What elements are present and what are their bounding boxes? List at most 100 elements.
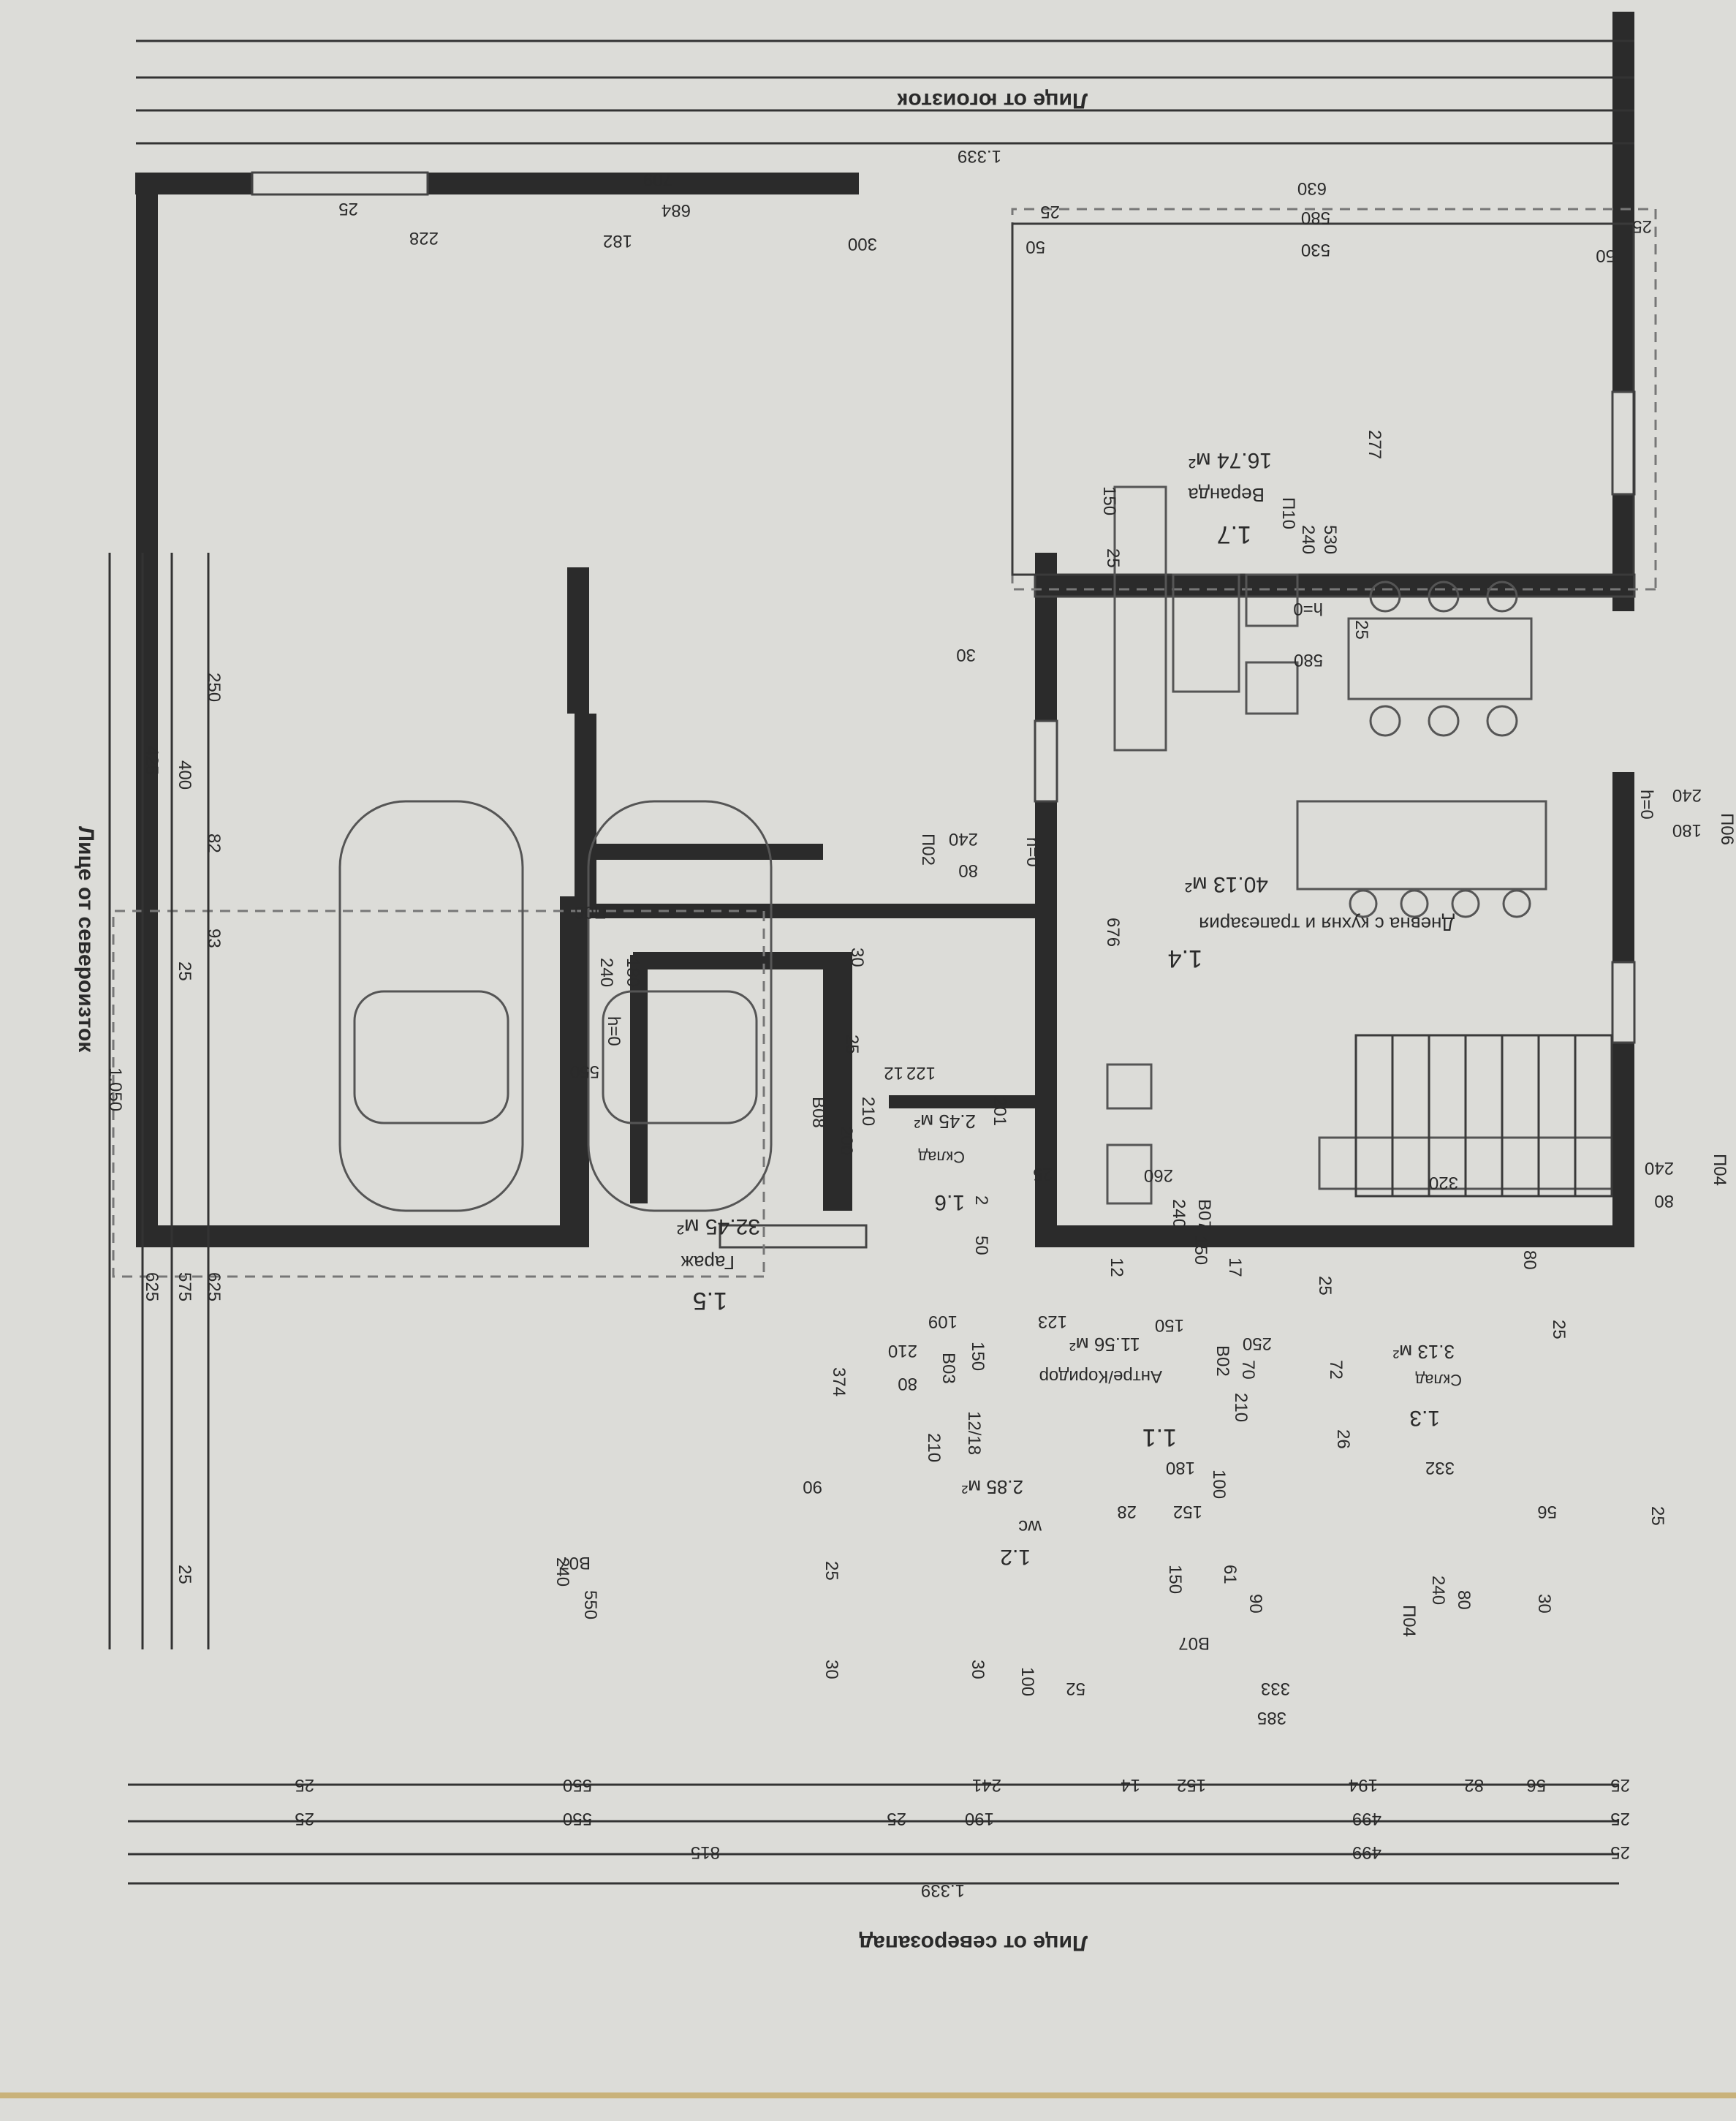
room-1-1-name: Антре/Коридор	[1039, 1366, 1162, 1386]
bottom-dim-r2-25a: 25	[295, 1809, 314, 1829]
inner-240f: 240	[1169, 1199, 1189, 1228]
top-dim-50a: 50	[1026, 237, 1045, 257]
left-dim-1050: 1.050	[105, 1067, 125, 1111]
left-dim-425: 425	[142, 746, 162, 775]
inner-550b: 550	[580, 1590, 600, 1619]
inner-25h: 25	[1648, 1506, 1667, 1526]
inner-150b: 150	[1155, 1315, 1184, 1335]
wall-garage-right	[136, 173, 158, 1247]
top-dim-25c: 25	[1632, 216, 1652, 236]
inner-240b: 240	[1672, 785, 1702, 805]
inner-25f: 25	[1315, 1276, 1335, 1296]
inner-25i: 25	[822, 1561, 841, 1581]
window-p02	[1034, 719, 1058, 803]
top-dim-300: 300	[848, 234, 877, 254]
inner-530: 530	[1320, 525, 1340, 554]
inner-b02: В02	[1213, 1345, 1232, 1377]
inner-150: 150	[1099, 486, 1119, 515]
inner-385: 385	[1257, 1708, 1286, 1728]
inner-260: 260	[1144, 1165, 1173, 1185]
inner-b08: В08	[808, 1097, 828, 1128]
inner-72: 72	[1326, 1360, 1346, 1380]
bottom-dim-r1-14: 14	[1121, 1775, 1140, 1795]
inner-200: 200	[836, 1126, 856, 1155]
bottom-dim-labels: 25 550 241 14 152 194 82 56 25 25 550 19…	[295, 1775, 1630, 1900]
wall-interior-b	[889, 1095, 1035, 1108]
inner-28: 28	[1117, 1502, 1137, 1521]
inner-332: 332	[1425, 1458, 1455, 1478]
room-1-5-name: Гараж	[681, 1252, 735, 1274]
inner-123: 123	[1038, 1312, 1067, 1331]
car-1	[587, 800, 773, 1212]
inner-150d: 150	[1165, 1565, 1185, 1594]
inner-240e: 240	[1645, 1158, 1674, 1178]
room-1-7-id: 1.7	[1217, 521, 1251, 548]
room-1-4-area: 40.13 м²	[1185, 872, 1268, 896]
bottom-dim-r1-241: 241	[972, 1775, 1001, 1795]
inner-30d: 30	[968, 1660, 988, 1679]
wc-fixtures	[1106, 1063, 1153, 1205]
left-dim-93: 93	[204, 929, 224, 948]
top-dim-labels: 1.339 709 630 25 684 25 580 25 228 182 3…	[338, 146, 1652, 265]
wall-garage-top	[135, 173, 859, 194]
inner-240d: 240	[596, 958, 616, 987]
inner-p06b: П06	[575, 902, 607, 922]
inner-b07c: В07	[1178, 1633, 1210, 1653]
wall-top-living	[1035, 575, 1634, 597]
bottom-dim-r3-815: 815	[691, 1842, 720, 1862]
top-dim-182: 182	[603, 231, 632, 251]
inner-26: 26	[1333, 1429, 1353, 1449]
left-dim-400: 400	[175, 760, 194, 790]
top-dim-25a: 25	[338, 199, 358, 219]
inner-80f: 80	[1520, 1250, 1539, 1270]
window-p04-bottom	[719, 1224, 868, 1249]
wall-garage-bottom	[136, 1225, 589, 1247]
top-dim-684: 684	[662, 200, 691, 220]
bottom-dim-r2-25c: 25	[1610, 1809, 1630, 1829]
bottom-dim-r1-56: 56	[1526, 1775, 1546, 1795]
inner-80a: 80	[958, 861, 978, 880]
inner-70: 70	[1238, 1360, 1258, 1380]
inner-50: 50	[971, 1236, 991, 1255]
inner-122: 122	[906, 1063, 936, 1083]
dims-outer	[108, 39, 1634, 1885]
bottom-dim-r3-25: 25	[1610, 1842, 1630, 1862]
top-dim-630: 630	[1297, 178, 1327, 198]
bottom-dim-r1-550: 550	[563, 1775, 592, 1795]
wall-interior-d	[633, 952, 852, 969]
inner-150c: 150	[968, 1342, 988, 1371]
inner-h0b: h=0	[1637, 790, 1656, 820]
inner-100b: 100	[1017, 1667, 1037, 1696]
inner-p02: П02	[918, 833, 938, 866]
bottom-dim-r2-550: 550	[563, 1809, 592, 1829]
facade-northeast: Лице от североизток	[74, 826, 98, 1053]
inner-h0a: h=0	[1293, 599, 1323, 619]
inner-25b: 25	[1352, 620, 1371, 640]
inner-p04: П04	[1710, 1154, 1729, 1186]
left-dim-82: 82	[204, 833, 224, 853]
armchairs	[1245, 573, 1299, 715]
inner-240g: 240	[553, 1557, 572, 1587]
inner-180b: 180	[1672, 820, 1702, 840]
room-1-7-name2: Веранда	[1188, 484, 1265, 506]
inner-240c: 240	[949, 829, 978, 849]
kitchen-island	[1296, 800, 1547, 918]
inner-580: 580	[1294, 650, 1323, 670]
left-dim-625b: 625	[204, 1272, 224, 1301]
inner-90b: 90	[1246, 1594, 1265, 1614]
room-1-3-name: Склад	[1415, 1371, 1462, 1389]
inner-p10: П10	[1278, 497, 1298, 529]
labels: Лице от югоизток Лице от северозапад Лиц…	[74, 88, 1736, 1955]
inner-80h: 80	[1454, 1590, 1474, 1610]
wall-left-living	[1612, 12, 1634, 611]
facade-northwest: Лице от северозапад	[859, 1931, 1088, 1955]
top-dim-1339: 1.339	[958, 146, 1001, 166]
bottom-dim-r3-499: 499	[1352, 1842, 1381, 1862]
inner-52: 52	[1066, 1679, 1085, 1698]
inner-30a: 30	[956, 645, 976, 665]
wall-interior-f	[582, 844, 823, 860]
top-dim-228: 228	[409, 228, 439, 248]
bottom-dim-r2-499: 499	[1352, 1809, 1381, 1829]
